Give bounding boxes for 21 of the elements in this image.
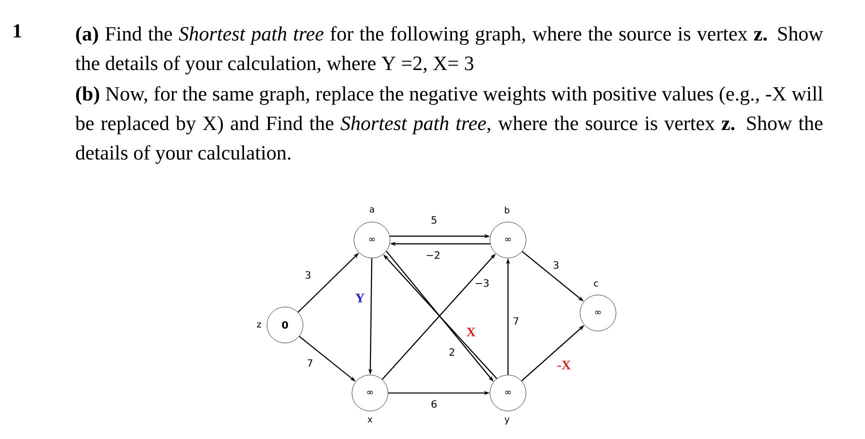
edge-label: 2	[448, 347, 456, 357]
edge-label: −2	[424, 250, 442, 260]
edge-label: 7	[512, 316, 520, 326]
vertex-label: y	[504, 418, 510, 424]
edge-label: Y	[354, 292, 366, 304]
question-text: (a) Find the Shortest path tree for the following graph, where the source is vertex z. Show the details of your calculation, where Y =2, X= 3	[75, 26, 824, 74]
vertex-label: a	[370, 207, 374, 213]
vertex-label: x	[368, 418, 372, 422]
vertex-label: b	[504, 206, 510, 214]
vertex-label: z	[257, 322, 261, 328]
edge-label: 6	[430, 399, 438, 409]
edge-label: 7	[306, 358, 314, 368]
edge-label: 3	[304, 270, 312, 280]
question-text: (b) Now, for the same graph, replace the negative weights with positive values (e.g., -X will be replaced by X) and Find the Shortest path tree, where the source is vertex z. Show the details of your calculation.	[75, 86, 823, 164]
vertex-label: c	[594, 281, 598, 287]
edge-label: −3	[474, 278, 490, 288]
edge-label: 3	[552, 260, 560, 270]
question-number: 1	[14, 24, 22, 38]
edge-label: -X	[556, 360, 572, 370]
edge-label: 5	[430, 215, 438, 225]
edge-label: X	[465, 326, 477, 338]
